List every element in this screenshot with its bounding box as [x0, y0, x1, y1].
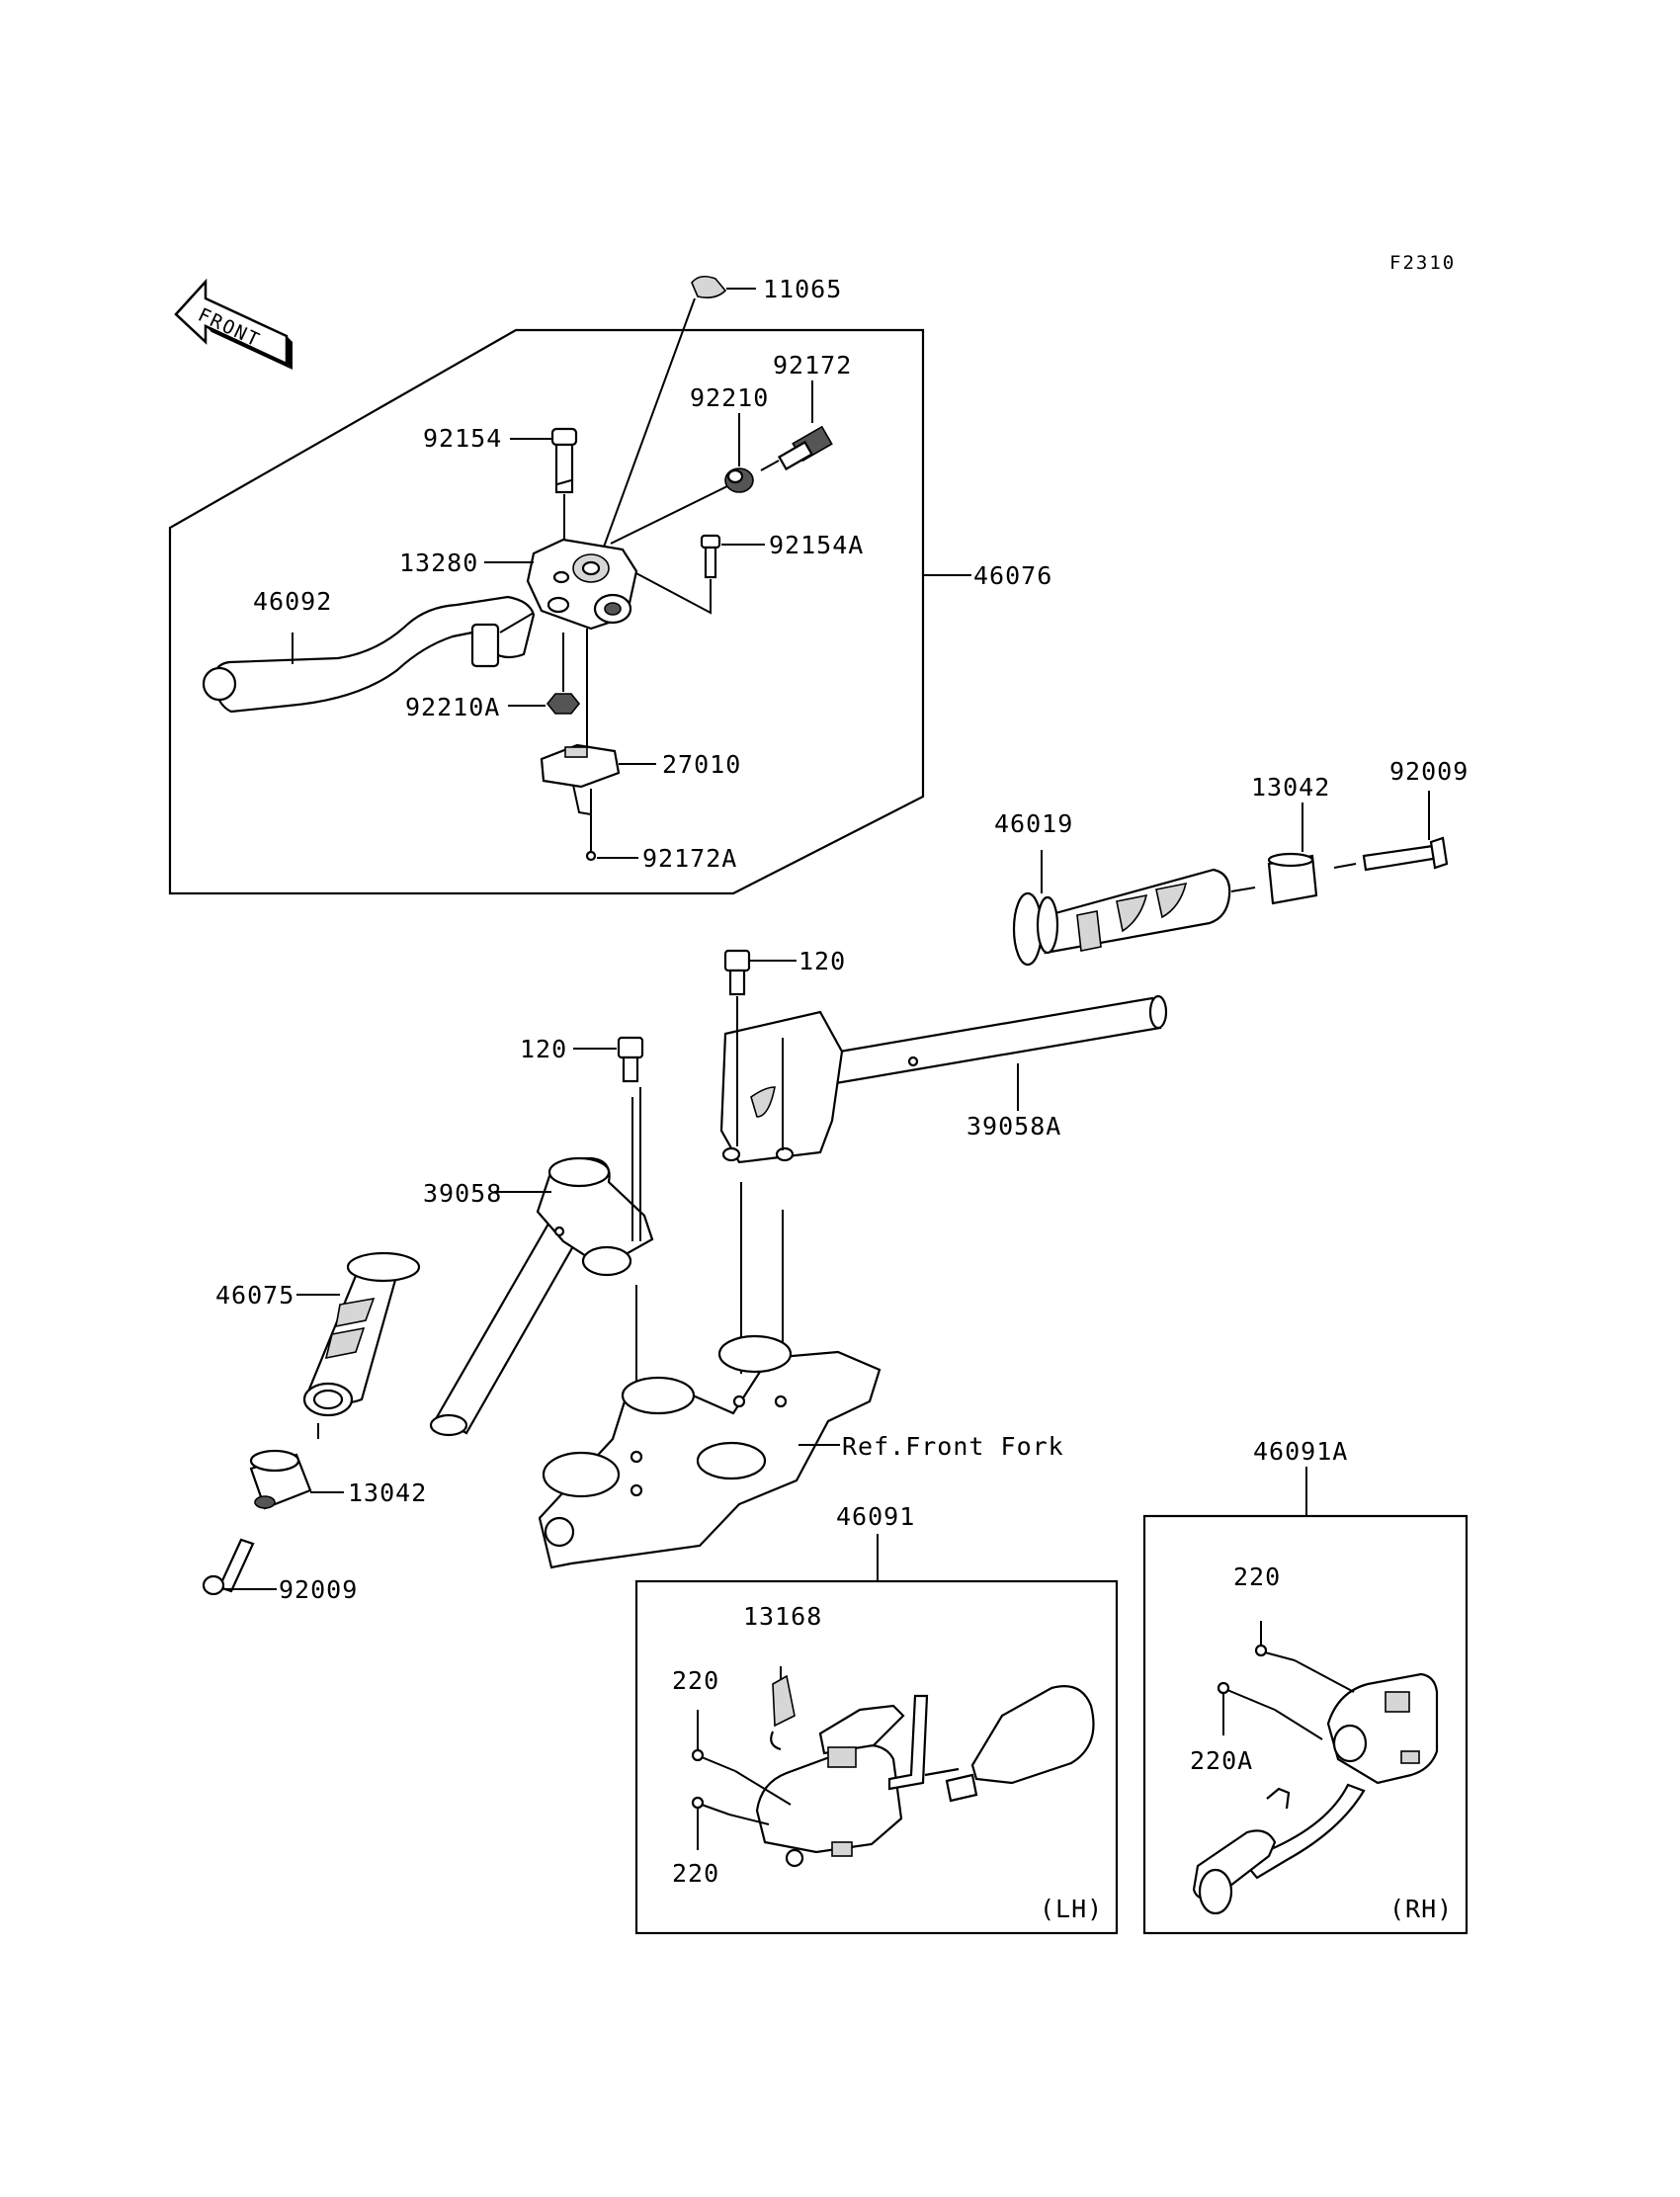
part-label-92172: 92172 [773, 351, 852, 380]
part-label-27010: 27010 [662, 750, 741, 779]
clutch-lever-46092 [202, 595, 536, 714]
front-direction-arrow-icon: FRONT [174, 278, 293, 370]
part-label-92009-right: 92009 [1389, 757, 1469, 786]
nut-92210 [610, 413, 780, 545]
part-label-92210: 92210 [690, 383, 769, 412]
lh-screw-220-top [691, 1710, 792, 1806]
rh-label: (RH) [1389, 1895, 1453, 1923]
cap-11065 [602, 275, 756, 550]
handlebar-39058A [719, 994, 1168, 1374]
part-label-220A-rh: 220A [1190, 1746, 1253, 1775]
bolt-120-left [573, 1036, 644, 1083]
nut-92210A [508, 633, 581, 715]
front-fork-triple-clamp [538, 1334, 882, 1569]
lh-screw-220-bottom [691, 1796, 770, 1850]
rh-screw-220A [1217, 1681, 1323, 1740]
part-label-92154: 92154 [423, 424, 502, 453]
part-label-120-top: 120 [798, 947, 846, 975]
part-label-46091: 46091 [836, 1502, 915, 1531]
part-label-11065: 11065 [763, 275, 842, 303]
right-grip-46019 [1012, 850, 1256, 967]
rh-switch-housing [1192, 1672, 1439, 1915]
bar-end-weight-13042-right [1267, 803, 1357, 905]
screw-92009-left [202, 1538, 277, 1596]
part-label-46092: 46092 [253, 587, 332, 616]
part-label-46019: 46019 [994, 809, 1073, 838]
handlebar-39058 [429, 1087, 654, 1463]
screw-92009-right [1362, 791, 1449, 872]
part-label-120-left: 120 [520, 1035, 567, 1063]
part-label-13042-right: 13042 [1251, 773, 1330, 802]
switch-27010 [540, 629, 656, 789]
part-label-220-rh: 220 [1233, 1563, 1281, 1591]
lh-label: (LH) [1040, 1895, 1103, 1923]
part-label-92210A: 92210A [405, 693, 500, 721]
bolt-92154 [510, 427, 578, 549]
rh-screw-220 [1254, 1621, 1355, 1693]
part-label-46076: 46076 [973, 561, 1052, 590]
part-label-13042-left: 13042 [348, 1479, 427, 1507]
lh-switch-box [634, 1579, 1119, 1935]
screw-92172A [572, 784, 638, 862]
lever-assembly-box [168, 328, 925, 895]
part-label-46075: 46075 [215, 1281, 294, 1310]
part-label-92154A: 92154A [769, 531, 864, 559]
ref-front-fork-label: Ref.Front Fork [842, 1432, 1064, 1461]
part-label-220-lh-bottom: 220 [672, 1859, 719, 1888]
bar-end-weight-13042-left [249, 1423, 344, 1510]
part-label-39058A: 39058A [966, 1112, 1061, 1141]
lever-holder-13280 [484, 538, 638, 631]
part-label-220-lh-top: 220 [672, 1666, 719, 1695]
bolt-92154A [631, 534, 765, 615]
part-label-13280: 13280 [399, 549, 478, 577]
left-grip-46075 [296, 1251, 421, 1417]
part-label-92009-left: 92009 [279, 1575, 358, 1604]
part-label-39058: 39058 [423, 1179, 502, 1208]
figure-code: F2310 [1389, 252, 1456, 274]
part-label-13168: 13168 [743, 1602, 822, 1631]
part-label-92172A: 92172A [642, 844, 737, 873]
lh-switch-housing [755, 1666, 1095, 1868]
adjuster-screw-92172 [778, 380, 833, 471]
rh-switch-box [1142, 1514, 1469, 1935]
part-label-46091A: 46091A [1253, 1437, 1348, 1466]
bolt-120-top [723, 949, 797, 996]
